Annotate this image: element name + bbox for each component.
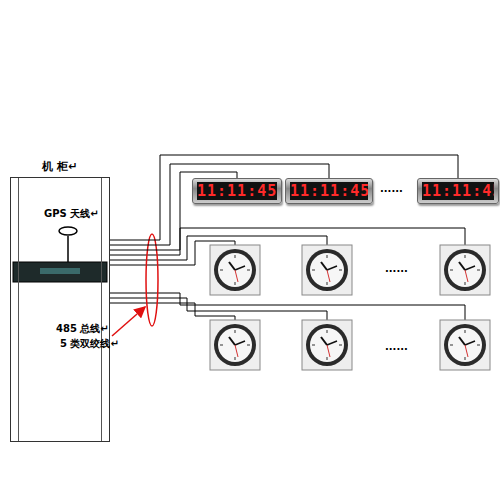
digital-clock: 11:11:45 xyxy=(192,178,282,204)
ellipsis-mark: ...... xyxy=(380,182,403,195)
wire-connector xyxy=(110,155,458,240)
note-label: GPS 天线↵ xyxy=(44,207,99,220)
cabinet-box: 机 柜↵ xyxy=(10,160,110,442)
clock-display: 11:11:45 xyxy=(290,182,368,200)
digital-clock: 11:11:45 xyxy=(285,178,373,204)
note-label: 485 总线↵ xyxy=(56,322,109,335)
connector-group xyxy=(110,155,458,250)
callout-arrow xyxy=(112,307,145,336)
ellipsis-mark: ...... xyxy=(385,262,408,275)
digital-clock: 11:11:45 xyxy=(417,178,499,204)
note-label: 5 类双绞线↵ xyxy=(60,337,119,350)
clock-display: 11:11:45 xyxy=(197,182,277,200)
analog-wires xyxy=(110,228,465,320)
wire-connector xyxy=(110,164,329,245)
cabinet-heading: 机 柜↵ xyxy=(10,160,110,174)
clock-display: 11:11:45 xyxy=(422,182,494,200)
device-and-antenna xyxy=(13,227,107,282)
analog-clocks xyxy=(210,245,490,370)
bundle-ellipse xyxy=(146,234,158,326)
ellipsis-mark: ...... xyxy=(385,340,408,353)
